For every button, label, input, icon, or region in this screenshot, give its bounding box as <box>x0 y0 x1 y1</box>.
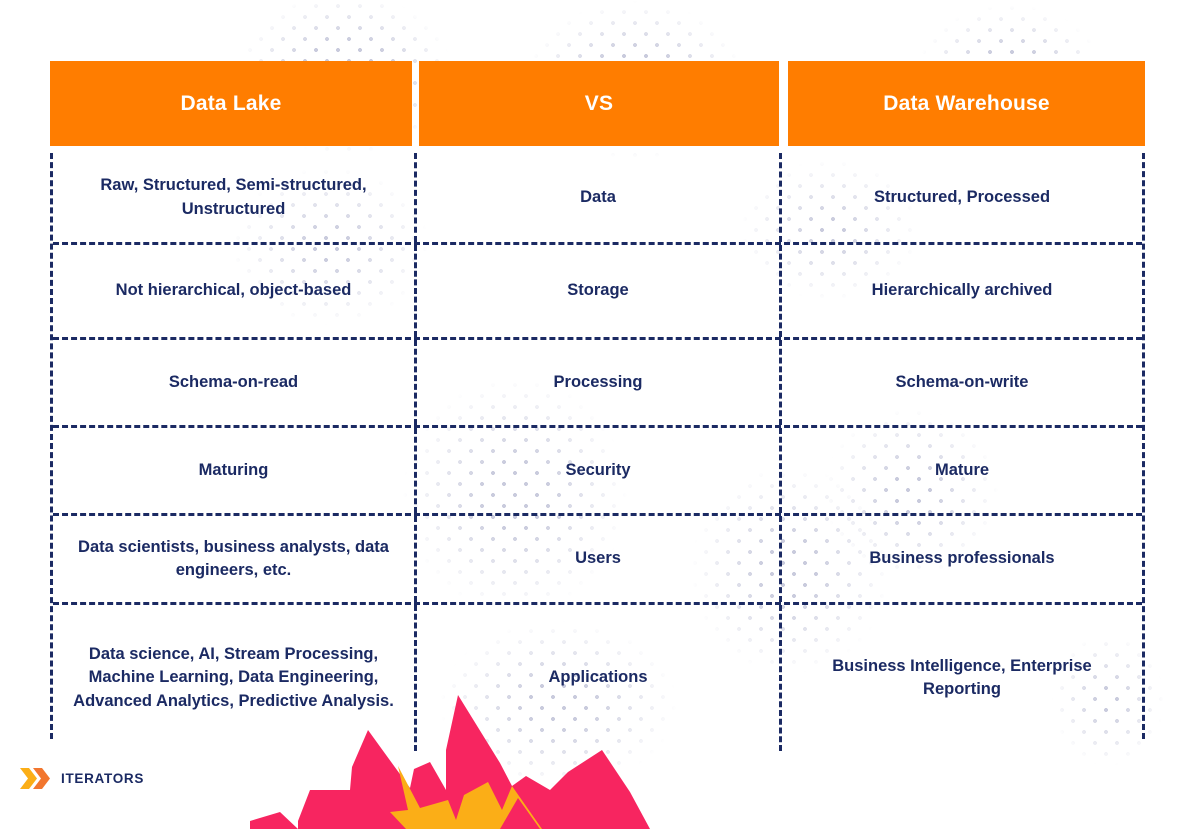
brand-logo: ITERATORS <box>20 766 144 791</box>
cell-data-lake: Schema-on-read <box>168 372 299 391</box>
cell-data-lake: Data scientists, business analysts, data… <box>78 537 389 579</box>
table-row: Data scientists, business analysts, data… <box>53 516 1142 605</box>
cell-attribute: Users <box>414 516 782 602</box>
table-row: Data science, AI, Stream Processing, Mac… <box>53 605 1142 751</box>
cell-data-warehouse: Hierarchically archived <box>871 281 1053 300</box>
comparison-table: Raw, Structured, Semi-structured, Unstru… <box>50 153 1145 751</box>
cell-data-warehouse: Mature <box>934 460 990 479</box>
double-chevron-icon <box>20 766 52 791</box>
table-row: Schema-on-read Processing Schema-on-writ… <box>53 340 1142 428</box>
brand-wordmark: ITERATORS <box>61 771 145 786</box>
table-row: Not hierarchical, object-based Storage H… <box>53 245 1142 340</box>
cell-data-warehouse: Business professionals <box>869 549 1055 568</box>
cell-attribute: Applications <box>414 605 782 751</box>
column-header-data-warehouse: Data Warehouse <box>788 61 1145 146</box>
cell-data-lake: Raw, Structured, Semi-structured, Unstru… <box>100 176 367 218</box>
cell-data-lake: Not hierarchical, object-based <box>115 281 352 300</box>
cell-data-lake: Data science, AI, Stream Processing, Mac… <box>73 644 394 710</box>
cell-attribute: Storage <box>414 245 782 337</box>
table-header-row: Data Lake VS Data Warehouse <box>50 61 1145 146</box>
cell-attribute: Data <box>414 153 782 242</box>
cell-data-warehouse: Schema-on-write <box>895 372 1029 391</box>
cell-data-lake: Maturing <box>198 460 269 479</box>
table-row: Maturing Security Mature <box>53 428 1142 516</box>
table-row: Raw, Structured, Semi-structured, Unstru… <box>53 153 1142 245</box>
cell-data-warehouse: Structured, Processed <box>873 187 1051 206</box>
column-header-data-lake: Data Lake <box>50 61 412 146</box>
cell-attribute: Security <box>414 428 782 513</box>
cell-data-warehouse: Business Intelligence, Enterprise Report… <box>832 656 1092 698</box>
cell-attribute: Processing <box>414 340 782 425</box>
column-header-vs: VS <box>419 61 779 146</box>
